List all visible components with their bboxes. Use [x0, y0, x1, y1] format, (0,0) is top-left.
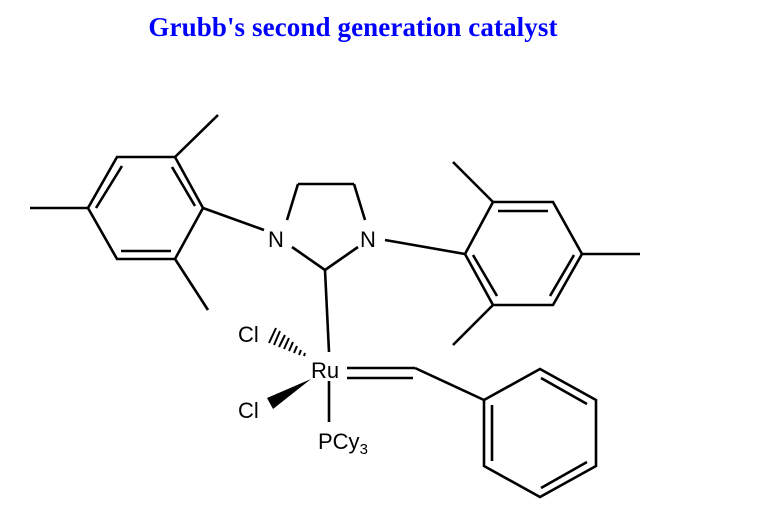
solid-wedge-bond: [267, 379, 311, 409]
hashed-wedge-bond: [268, 327, 306, 357]
imidazolidine-ring: N N: [268, 182, 466, 353]
left-mesityl-ring: [30, 114, 265, 311]
right-mesityl-ring: [452, 161, 640, 346]
benzylidene-phenyl-ring: [414, 366, 598, 499]
chlorine-top-label: Cl: [238, 322, 259, 347]
page-title: Grubb's second generation catalyst: [148, 12, 558, 42]
ruthenium-label: Ru: [311, 358, 339, 383]
chlorine-bottom-label: Cl: [238, 398, 259, 423]
nitrogen-right-label: N: [360, 227, 376, 252]
phosphine-label: PCy3: [318, 429, 368, 458]
ruthenium-center: Ru Cl Cl PCy3: [238, 322, 415, 458]
nitrogen-left-label: N: [268, 227, 284, 252]
